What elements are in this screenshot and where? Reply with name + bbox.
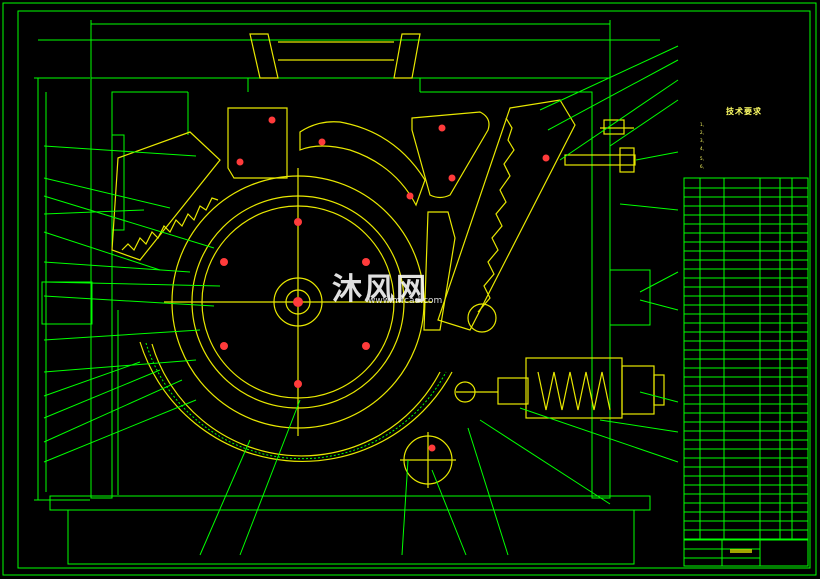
- note-1: 1、: [700, 122, 707, 127]
- left-dimensions: [34, 77, 90, 501]
- watermark-url: www.mfcad.com: [368, 296, 443, 306]
- leader-lines-left: [43, 145, 221, 463]
- bom-rows: [684, 187, 808, 540]
- grate-arc: [139, 341, 453, 463]
- left-jaw: [111, 131, 221, 261]
- note-6: 6、: [700, 164, 707, 169]
- notes-title: 技术要求: [726, 107, 762, 116]
- feed-hopper: [249, 33, 421, 79]
- watermark-logo: 沐风网: [332, 272, 428, 307]
- spring-cylinder: [454, 357, 665, 419]
- note-4: 4、: [700, 146, 707, 151]
- hammer-plates: [227, 107, 490, 331]
- right-jaw: [437, 99, 576, 333]
- discharge-roll: [400, 432, 456, 488]
- leader-lines-right: [199, 45, 679, 556]
- note-2: 2、: [700, 130, 707, 135]
- housing: [41, 77, 651, 565]
- note-3: 3、: [700, 138, 707, 143]
- bolt-centers: [220, 116, 550, 452]
- tie-bolt: [564, 119, 636, 173]
- drawing-frame: [17, 10, 811, 569]
- title-block: [683, 539, 809, 567]
- note-5: 5、: [700, 156, 707, 161]
- top-dimensions: [38, 20, 660, 78]
